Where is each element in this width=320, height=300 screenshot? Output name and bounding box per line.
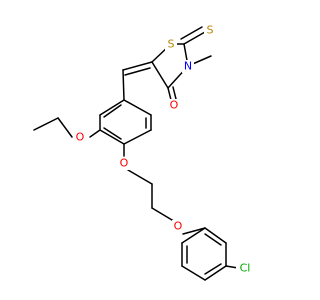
bond-o2-ar xyxy=(182,227,206,235)
atom-o-ether-1: O xyxy=(120,157,129,170)
bond-c2-s-thione-a xyxy=(183,31,206,45)
benzylidene-bond xyxy=(122,61,153,76)
bond-cp1 xyxy=(204,227,227,244)
atom-labels: S S N O O O O Cl xyxy=(74,24,254,275)
bond-ar-inner-2 xyxy=(103,127,122,140)
atom-n: N xyxy=(184,60,192,73)
benzene-ring xyxy=(99,99,152,145)
structure-canvas: S S N O O O O Cl xyxy=(33,23,254,281)
bond-cp4 xyxy=(181,265,206,281)
atom-o-ethoxy: O xyxy=(76,131,85,144)
bond-o-ch2-1 xyxy=(127,169,153,185)
bond-ar6 xyxy=(99,99,125,116)
bond-c5-ch-b xyxy=(124,67,151,76)
bond-ch-ring xyxy=(122,69,125,101)
bond-ar4 xyxy=(99,129,125,145)
atom-o-ether-2: O xyxy=(174,220,183,233)
chlorophenyl-ring xyxy=(181,227,239,281)
bond-ar1 xyxy=(123,99,152,116)
atom-cl: Cl xyxy=(240,262,251,275)
bond-c4-o-b xyxy=(172,86,177,100)
atom-o-carbonyl: O xyxy=(170,99,179,112)
bond-cp3 xyxy=(204,265,227,281)
carbonyl-group xyxy=(167,86,177,101)
bond-ar3 xyxy=(123,129,152,145)
thione-group xyxy=(180,26,206,45)
bond-c2-s-thione-b xyxy=(180,26,203,40)
bond-cp6 xyxy=(181,227,206,244)
propoxy-linker xyxy=(123,143,177,223)
bond-c5-c4 xyxy=(151,61,169,89)
atom-s-thione: S xyxy=(207,24,214,37)
atom-s-ring: S xyxy=(168,38,175,51)
bond-c4-o-a xyxy=(167,87,172,101)
bond-ar-inner-3 xyxy=(103,104,122,118)
bond-c5-ch-a xyxy=(122,61,153,71)
bond-ch2-ch3 xyxy=(33,117,59,131)
bond-ar-oethoxy xyxy=(89,129,101,138)
bond-cp-inner-2 xyxy=(204,263,222,275)
bond-ch2-ch2-b xyxy=(151,207,173,221)
bond-cp-inner-1 xyxy=(204,233,222,246)
bond-oethoxy-ch2 xyxy=(57,117,73,138)
ethoxy-group xyxy=(33,117,101,138)
molecule-diagram: S S N O O O O Cl xyxy=(33,23,254,281)
